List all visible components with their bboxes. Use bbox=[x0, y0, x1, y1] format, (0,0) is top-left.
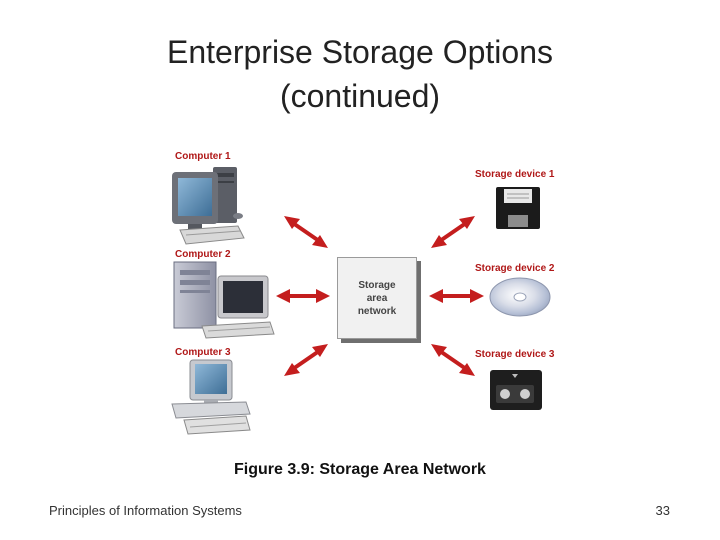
storage-device-2-label: Storage device 2 bbox=[475, 263, 555, 274]
arrow-storage-1 bbox=[431, 216, 475, 248]
storage-device-1-label: Storage device 1 bbox=[475, 169, 555, 180]
page-number: 33 bbox=[655, 503, 670, 518]
optical-disc-icon bbox=[489, 277, 551, 317]
storage-area-network-label: Storage area network bbox=[357, 279, 397, 317]
slide-title: Enterprise Storage Options (continued) bbox=[0, 30, 720, 118]
figure-caption: Figure 3.9: Storage Area Network bbox=[234, 461, 486, 478]
arrow-computer-2 bbox=[276, 289, 330, 303]
storage-area-network-node: Storage area network bbox=[337, 257, 417, 339]
arrows bbox=[276, 216, 484, 376]
arrow-computer-3 bbox=[284, 344, 328, 376]
arrow-storage-3 bbox=[431, 344, 475, 376]
computer-3-label: Computer 3 bbox=[175, 347, 231, 358]
floppy-disk-icon bbox=[496, 187, 540, 229]
computer-2-label: Computer 2 bbox=[175, 249, 231, 260]
storage-device-3-label: Storage device 3 bbox=[475, 349, 555, 360]
computer-3-icon bbox=[171, 359, 251, 435]
arrow-storage-2 bbox=[429, 289, 484, 303]
computer-2-icon bbox=[173, 261, 275, 339]
arrow-computer-1 bbox=[284, 216, 328, 248]
footer-text: Principles of Information Systems bbox=[49, 503, 242, 518]
title-line-1: Enterprise Storage Options bbox=[167, 34, 553, 70]
tape-cartridge-icon bbox=[490, 370, 542, 410]
computer-1-icon bbox=[172, 167, 245, 245]
title-line-2: (continued) bbox=[279, 78, 441, 114]
computer-1-label: Computer 1 bbox=[175, 151, 231, 162]
